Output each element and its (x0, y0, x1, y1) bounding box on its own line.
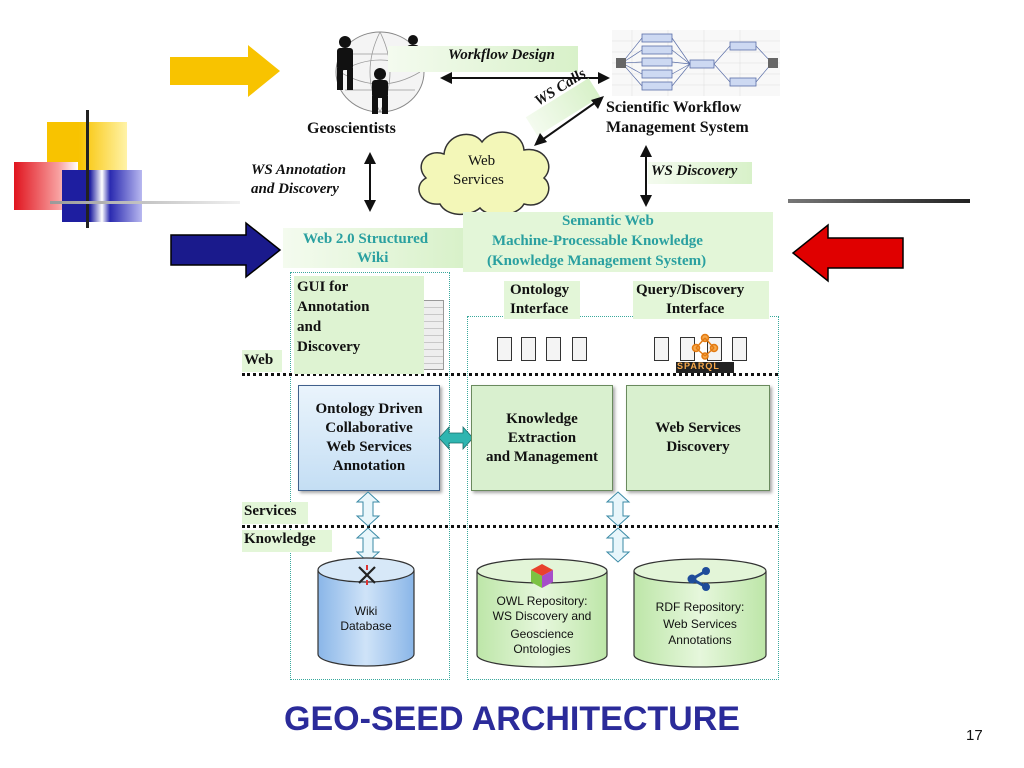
workflow-thumbnail-icon (612, 30, 780, 96)
web-services-separator (242, 373, 778, 376)
database-icon (633, 558, 767, 668)
semantic-web-label-line3: (Knowledge Management System) (487, 253, 707, 269)
kem-line2: Extraction (507, 429, 577, 446)
double-arrow-icon (440, 72, 610, 84)
owl-cube-icon (531, 564, 553, 588)
sparql-label: SPARQL (677, 361, 720, 371)
geoscientists-label: Geoscientists (307, 120, 396, 137)
web-services-discovery-node: Web Services Discovery (626, 385, 770, 491)
decor-horizontal-line-left (50, 201, 240, 204)
gui-label-line3: and (297, 319, 322, 335)
sparql-logo-icon (676, 333, 734, 373)
wiki-label-line2: Wiki (357, 250, 389, 266)
swms-label-line1: Scientific Workflow (606, 99, 742, 116)
semantic-web-label-line2: Machine-Processable Knowledge (492, 233, 703, 249)
decor-horizontal-line-right (788, 199, 970, 203)
ws-discovery-bg (648, 162, 752, 184)
slide-title: GEO-SEED ARCHITECTURE (284, 700, 740, 738)
gui-label-line2: Annotation (297, 299, 370, 315)
double-arrow-icon (640, 145, 652, 207)
globe-people-icon (335, 31, 425, 114)
ws-discovery-label: WS Discovery (651, 163, 738, 179)
double-arrow-icon (605, 527, 631, 563)
services-layer-label: Services (244, 503, 297, 519)
rdf-label-line3: Annotations (668, 633, 732, 647)
double-arrow-icon (534, 96, 604, 146)
decor-vertical-line (86, 110, 89, 228)
ws-annotation-label-line2: and Discovery (251, 181, 339, 197)
annotation-node-line1: Ontology Driven (315, 401, 423, 417)
double-arrow-icon (438, 425, 474, 451)
semantic-web-bg (463, 212, 773, 272)
query-interface-label-line1: Query/Discovery (636, 282, 745, 298)
swms-label-line2: Management System (606, 119, 749, 136)
annotation-node: Ontology Driven Collaborative Web Servic… (298, 385, 440, 491)
workflow-design-bg (388, 46, 578, 72)
services-knowledge-separator (242, 525, 778, 528)
annotation-node-line4: Annotation (332, 458, 406, 474)
gui-panel (294, 276, 424, 374)
ws-annotation-label-line1: WS Annotation (251, 162, 346, 178)
cloud-icon (418, 131, 550, 216)
query-interface-bg (633, 281, 769, 319)
wiki-bg (283, 228, 463, 268)
web-layer-bg (242, 350, 282, 372)
annotation-node-line2: Collaborative (325, 420, 413, 436)
web-services-cloud-label-line1: Web (468, 153, 496, 169)
gui-label-line4: Discovery (297, 339, 361, 355)
wiki-container (290, 272, 450, 680)
knowledge-layer-label: Knowledge (244, 531, 316, 547)
double-arrow-icon (605, 491, 631, 527)
owl-label-line2: WS Discovery and (492, 609, 592, 623)
kem-line3: and Management (485, 448, 599, 465)
web-layer-label: Web (244, 352, 274, 368)
rdf-label-line1: RDF Repository: (655, 600, 745, 614)
ontology-interface-label-line2: Interface (510, 301, 569, 317)
knowledge-extraction-node: Knowledge Extraction and Management (471, 385, 613, 491)
wsd-line1: Web Services (655, 420, 741, 436)
rdf-graph-icon (687, 567, 710, 591)
query-pane (732, 337, 747, 361)
semantic-container (467, 316, 779, 680)
query-pane (654, 337, 669, 361)
gui-label-line1: GUI for (297, 279, 349, 295)
rdf-label-line2: Web Services (663, 617, 737, 631)
ontology-pane (521, 337, 536, 361)
double-arrow-icon (355, 491, 381, 527)
services-layer-bg (242, 502, 308, 524)
wiki-x-icon (358, 565, 376, 585)
knowledge-layer-bg (242, 530, 332, 552)
page-number: 17 (966, 727, 983, 744)
web-services-cloud-label-line2: Services (453, 172, 504, 188)
semantic-web-label-line1: Semantic Web (562, 213, 654, 229)
ontology-pane (546, 337, 561, 361)
arrow-right-icon (170, 45, 280, 97)
arrow-right-icon (170, 221, 282, 279)
annotation-node-line3: Web Services (326, 439, 412, 455)
owl-label-line1: OWL Repository: (496, 594, 588, 608)
owl-label-line4: Ontologies (513, 642, 571, 656)
workflow-design-label: Workflow Design (448, 47, 555, 63)
decor-blue-square (62, 170, 142, 222)
ontology-interface-label-line1: Ontology (510, 282, 570, 298)
wiki-label-line1: Web 2.0 Structured (303, 231, 429, 247)
arrow-left-icon (791, 223, 904, 283)
kem-line1: Knowledge (506, 410, 578, 427)
ontology-pane (497, 337, 512, 361)
query-interface-label-line2: Interface (666, 301, 725, 317)
wiki-db-label-line1: Wiki (354, 604, 378, 618)
wiki-db-label-line2: Database (340, 619, 392, 633)
wsd-line2: Discovery (666, 439, 730, 455)
owl-label-line3: Geoscience (510, 627, 574, 641)
double-arrow-icon (364, 152, 376, 212)
ontology-interface-bg (504, 281, 580, 319)
ontology-pane (572, 337, 587, 361)
